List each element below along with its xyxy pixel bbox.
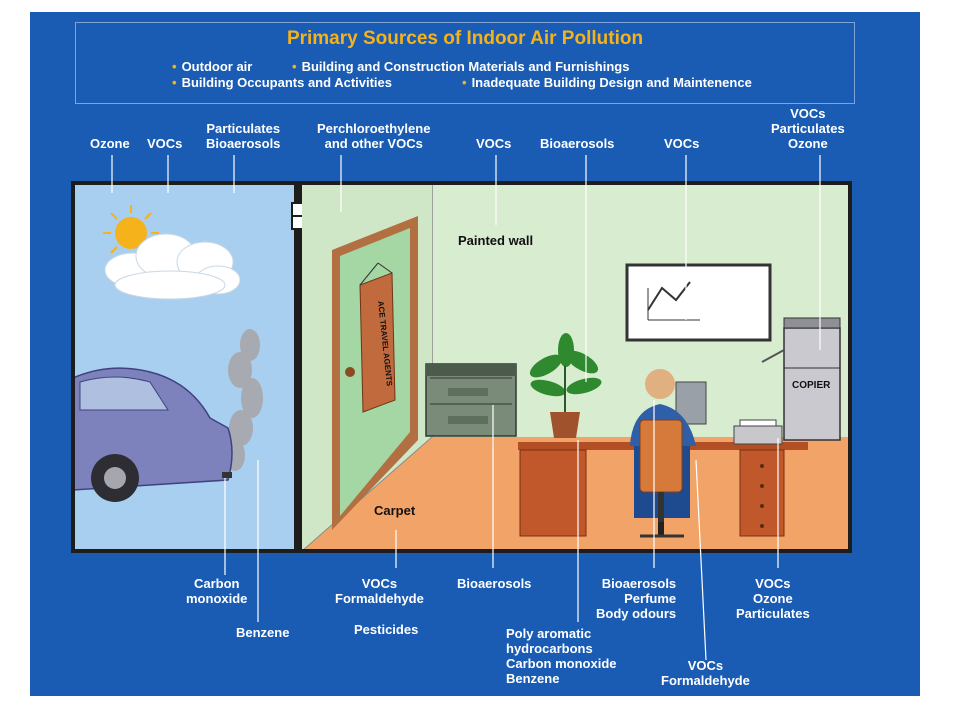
label-carpet-vocs: VOCs Formaldehyde bbox=[335, 576, 424, 606]
source-item: • Outdoor air bbox=[172, 59, 252, 74]
label-pesticides: Pesticides bbox=[354, 622, 419, 637]
label-desk-chemicals: Poly aromatic hydrocarbons Carbon monoxi… bbox=[506, 626, 617, 686]
leader-lines bbox=[111, 155, 821, 661]
source-item: • Inadequate Building Design and Maintene… bbox=[462, 75, 752, 90]
bullet-icon: • bbox=[462, 75, 467, 90]
filing-cabinet-icon bbox=[425, 363, 517, 437]
car-icon bbox=[72, 367, 233, 502]
bullet-icon: • bbox=[172, 75, 177, 90]
plant-icon bbox=[529, 333, 602, 438]
door-icon bbox=[332, 216, 418, 530]
diagram-title: Primary Sources of Indoor Air Pollution bbox=[286, 28, 644, 49]
label-perchloroethylene: Perchloroethylene and other VOCs bbox=[317, 121, 431, 151]
label-vocs-picture: VOCs bbox=[664, 136, 700, 151]
label-benzene: Benzene bbox=[236, 625, 290, 640]
label-vocs-wall: VOCs bbox=[476, 136, 512, 151]
dividing-wall bbox=[294, 183, 302, 551]
header-box: Primary Sources of Indoor Air Pollution … bbox=[75, 22, 855, 104]
source-item: • Building and Construction Materials and… bbox=[292, 59, 629, 74]
label-chair-vocs: VOCs Formaldehyde bbox=[661, 658, 750, 688]
label-ozone: Ozone bbox=[90, 136, 130, 151]
label-carbon-monoxide: Carbon monoxide bbox=[186, 576, 248, 606]
label-carpet: Carpet bbox=[374, 503, 416, 518]
source-item: • Building Occupants and Activities bbox=[172, 75, 392, 90]
building-outline bbox=[71, 181, 852, 553]
label-vocs-outdoor: VOCs bbox=[147, 136, 183, 151]
label-copier: COPIER bbox=[792, 380, 831, 391]
cloud-icon bbox=[104, 233, 241, 300]
label-printer-emissions: VOCs Ozone Particulates bbox=[736, 576, 810, 621]
wall-picture-icon bbox=[625, 263, 772, 342]
label-occupant-emissions: Bioaerosols Perfume Body odours bbox=[596, 576, 677, 621]
source-label: Inadequate Building Design and Maintenen… bbox=[471, 75, 752, 90]
label-bioaerosols-top: Bioaerosols bbox=[540, 136, 615, 151]
chair-icon bbox=[639, 419, 684, 538]
label-copier-emissions: VOCs Particulates Ozone bbox=[771, 106, 845, 151]
door-sign bbox=[359, 272, 396, 413]
copier-icon bbox=[761, 317, 841, 441]
label-particulates-bioaerosols: Particulates Bioaerosols bbox=[206, 121, 281, 151]
label-bioaerosols-cabinet: Bioaerosols bbox=[457, 576, 532, 591]
label-painted-wall: Painted wall bbox=[458, 233, 534, 248]
bullet-icon: • bbox=[292, 59, 297, 74]
source-label: Building Occupants and Activities bbox=[181, 75, 392, 90]
source-label: Building and Construction Materials and … bbox=[301, 59, 630, 74]
printer-icon bbox=[733, 419, 783, 445]
source-label: Outdoor air bbox=[181, 59, 253, 74]
bullet-icon: • bbox=[172, 59, 177, 74]
